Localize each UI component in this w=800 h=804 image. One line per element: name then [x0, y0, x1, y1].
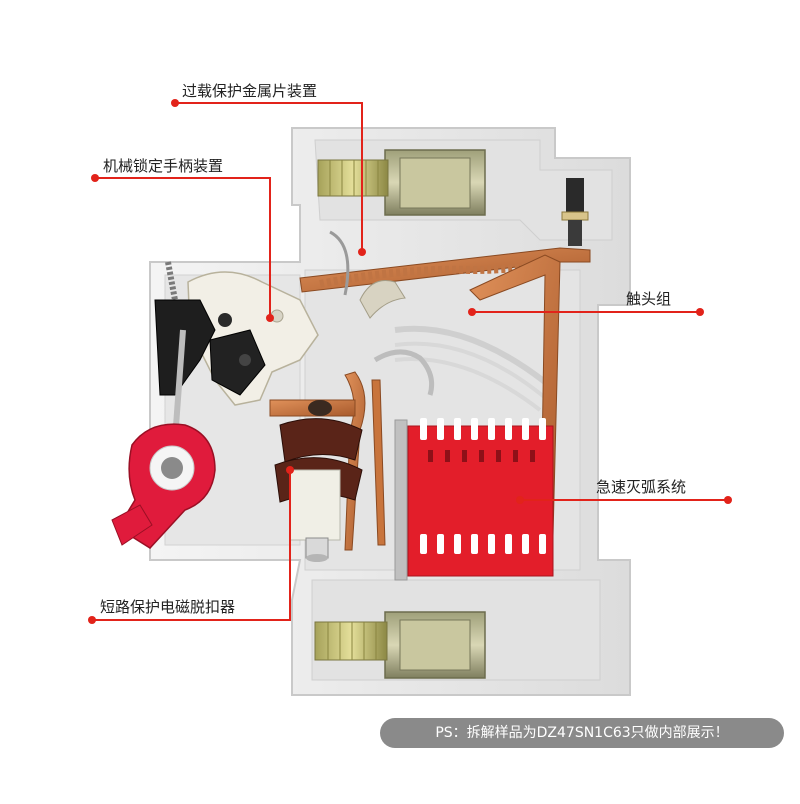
callout-lines: [92, 102, 728, 621]
label-contacts: 触头组: [626, 290, 672, 308]
label-short-circuit: 短路保护电磁脱扣器: [100, 598, 236, 616]
red-dot-marker-contacts-end: [696, 308, 704, 316]
red-dot-marker-arc-target: [516, 496, 524, 504]
magnetic-coil: [269, 399, 363, 562]
red-dot-marker-arc-end: [724, 496, 732, 504]
label-lock-handle: 机械锁定手柄装置: [103, 157, 224, 175]
red-dot-marker-overload-end: [171, 99, 179, 107]
callout-line-overload: [175, 102, 363, 250]
red-handle: [111, 423, 216, 549]
red-dot-marker-short-end: [88, 616, 96, 624]
red-dot-marker-lock-target: [266, 314, 274, 322]
moving-contact: [344, 349, 435, 551]
label-arc-system: 急速灭弧系统: [596, 478, 687, 496]
top-terminal: [317, 149, 486, 216]
calibration-screw: [561, 178, 589, 246]
note-bar: PS：拆解样品为DZ47SN1C63只做内部展示！: [380, 718, 784, 748]
bottom-terminal: [314, 611, 486, 679]
callout-line-lock-handle: [95, 177, 271, 318]
red-dot-marker-lock-end: [91, 174, 99, 182]
red-dot-marker-contacts-target: [468, 308, 476, 316]
red-dot-marker-overload-target: [358, 248, 366, 256]
red-dot-marker-short-target: [286, 466, 294, 474]
callout-markers: [88, 99, 732, 624]
label-overload-protection: 过载保护金属片装置: [182, 82, 318, 100]
callout-line-short-circuit: [92, 470, 291, 621]
note-text: PS：拆解样品为DZ47SN1C63只做内部展示！: [435, 725, 729, 741]
